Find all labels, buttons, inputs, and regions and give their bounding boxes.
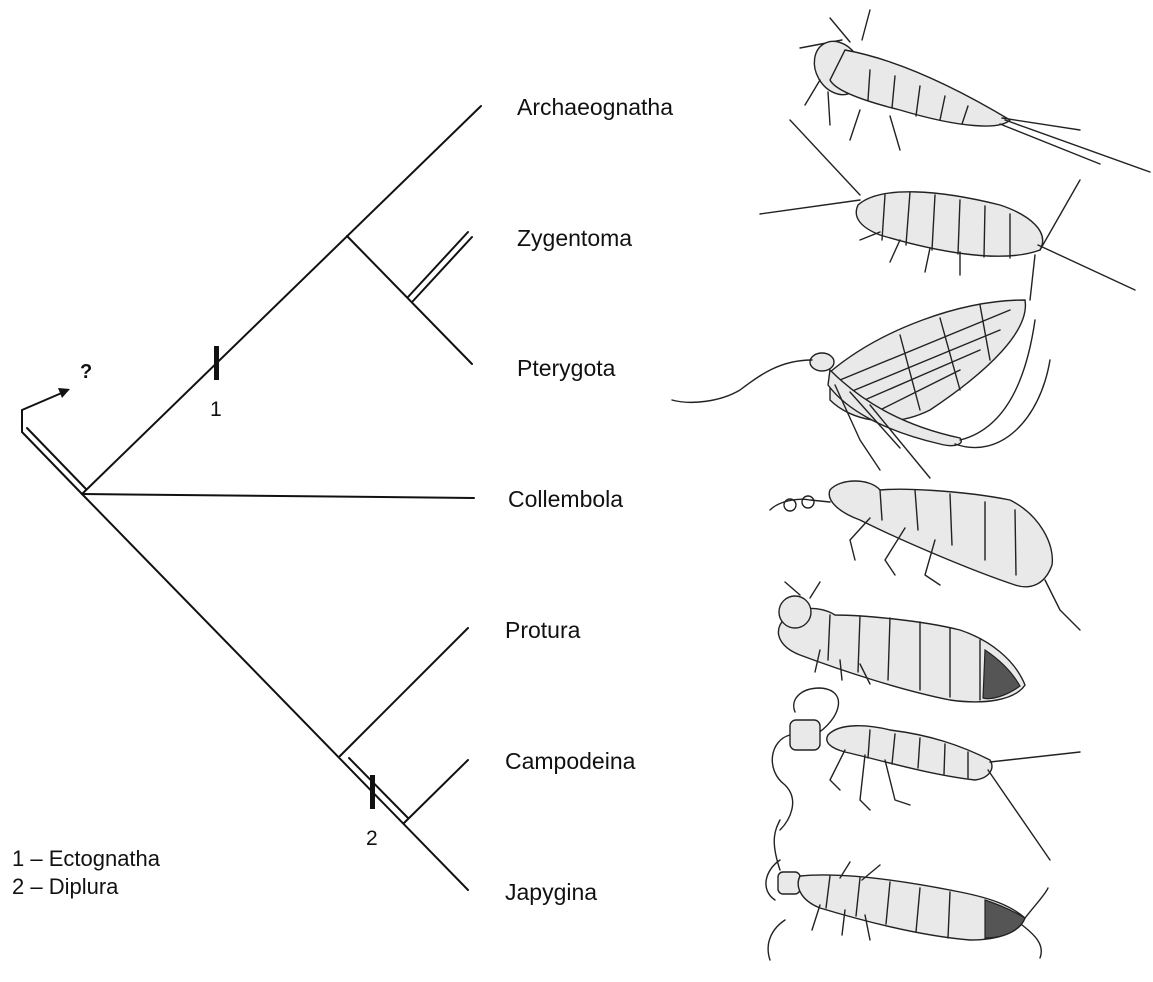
legend-item-ectognatha: 1 – Ectognatha xyxy=(12,846,161,871)
taxon-label-protura: Protura xyxy=(505,617,581,643)
branch-diplura-double xyxy=(349,758,408,818)
taxon-label-zygentoma: Zygentoma xyxy=(517,225,632,251)
branch-archaeognatha xyxy=(82,106,481,494)
marker-bar-2 xyxy=(370,775,375,809)
campodeid-icon xyxy=(772,688,1080,860)
marker-label-2: 2 xyxy=(366,827,378,850)
bristletail-icon xyxy=(800,10,1150,172)
taxon-label-pterygota: Pterygota xyxy=(517,355,616,381)
marker-label-1: 1 xyxy=(210,398,222,421)
japygid-icon xyxy=(766,820,1048,960)
branch-campodeina xyxy=(404,760,468,823)
branch-zygentoma xyxy=(408,232,472,301)
mayfly-icon xyxy=(672,300,1050,478)
marker-bar-1 xyxy=(214,346,219,380)
root-stem xyxy=(22,428,86,494)
root-arrow xyxy=(22,388,70,432)
springtail-icon xyxy=(770,481,1080,630)
root-question-mark: ? xyxy=(80,361,92,383)
branch-pterygota xyxy=(347,236,472,364)
branch-japygina xyxy=(82,494,468,890)
taxon-label-japygina: Japygina xyxy=(505,879,597,905)
taxon-label-campodeina: Campodeina xyxy=(505,748,636,774)
branch-protura xyxy=(340,628,468,756)
taxon-label-archaeognatha: Archaeognatha xyxy=(517,94,673,120)
legend-item-diplura: 2 – Diplura xyxy=(12,874,119,899)
taxon-label-collembola: Collembola xyxy=(508,486,623,512)
branch-collembola xyxy=(82,494,474,498)
proturan-icon xyxy=(778,582,1025,702)
